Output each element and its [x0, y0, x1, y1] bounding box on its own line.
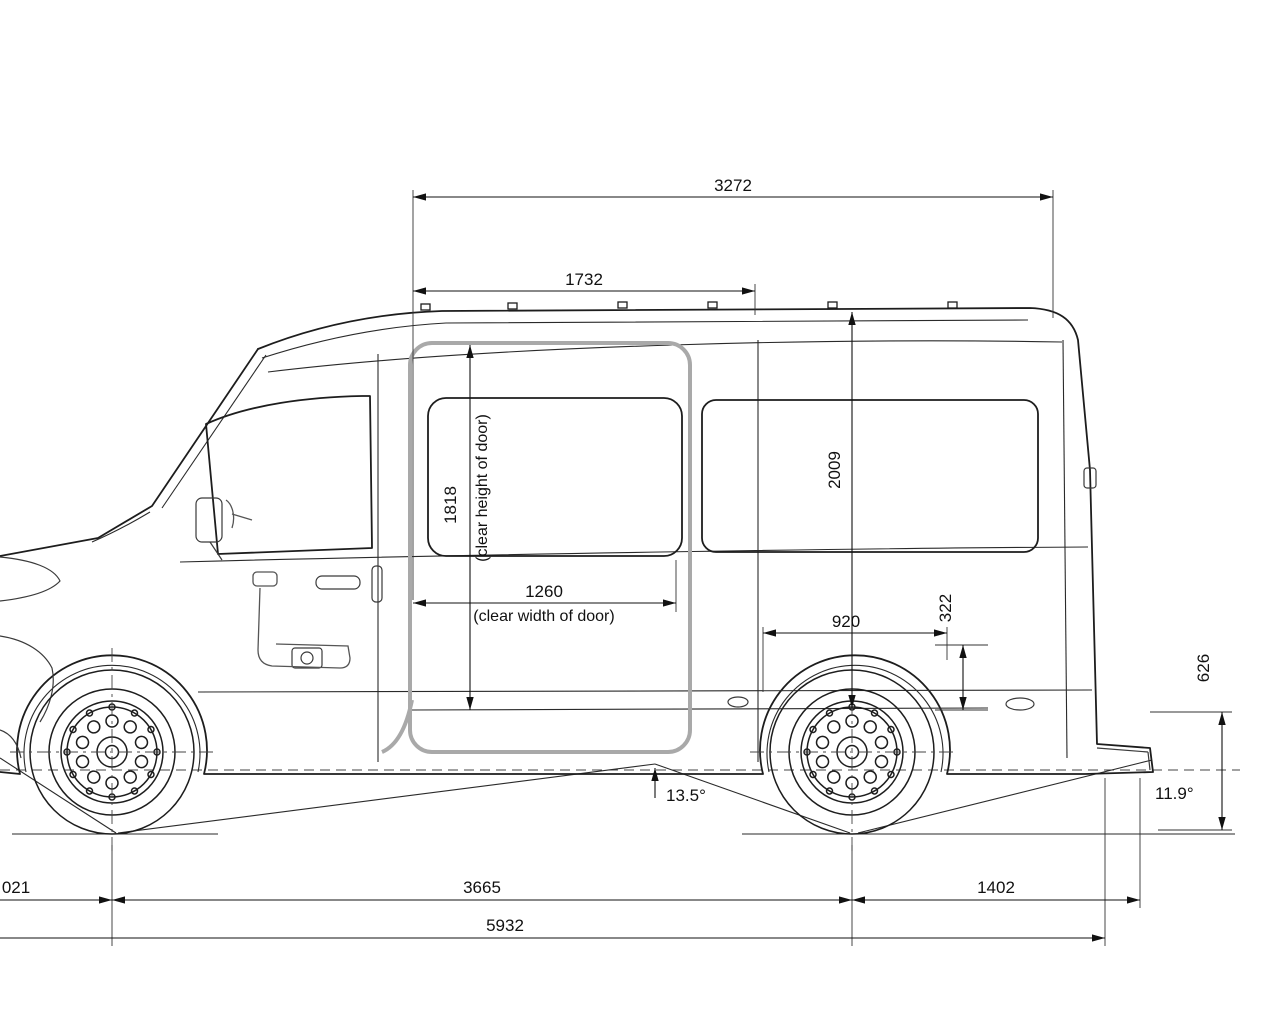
- departure-line: [857, 759, 1153, 834]
- mirror-icon: [195, 497, 223, 543]
- dim-upper-body-length: 3272: [412, 176, 1054, 600]
- dim-label-door-clear-height: 1818: [441, 486, 460, 524]
- wiper: [91, 511, 151, 543]
- van-body-outline: [0, 307, 1154, 775]
- dim-interior-height: 2009: [825, 312, 856, 708]
- front-axle-centerline: [10, 648, 216, 856]
- dim-label-door-clear-width: 1260: [525, 582, 563, 601]
- a-pillar-windshield: [0, 348, 259, 557]
- cab-door-handle: [315, 575, 361, 590]
- dim-bottom-extensions: [111, 778, 1141, 946]
- dim-overall-length: 5932: [0, 916, 1105, 942]
- dim-label-upper-body-length: 3272: [714, 176, 752, 195]
- dim-label-wheel-housing-length: 920: [832, 612, 860, 631]
- dim-breakover-angle: 13.5°: [651, 768, 706, 805]
- rear-step-handle: [1005, 697, 1035, 711]
- dim-label-front-overhang: 021: [2, 878, 30, 897]
- rear-arch-inner: [766, 664, 944, 773]
- dim-label-rear-frame-height: 626: [1194, 654, 1213, 682]
- breakover-line-rear: [654, 763, 851, 834]
- roof-gutter-line: [267, 340, 1063, 373]
- sliding-door-outline: [381, 341, 692, 754]
- interior-seat: [225, 499, 351, 669]
- roof-mounts: [420, 301, 958, 311]
- dim-label-departure-angle: 11.9°: [1155, 784, 1194, 803]
- dim-note-door-clear-width: (clear width of door): [473, 608, 614, 625]
- beltline: [179, 546, 1089, 563]
- dim-note-door-clear-height: (clear height of door): [474, 414, 491, 562]
- dimension-annotations: 3272 1732 1818 (clear height of door) 20…: [0, 176, 1232, 946]
- ground-and-angle-lines: [0, 757, 1240, 835]
- slider-handle: [371, 565, 383, 603]
- fuel-cap: [300, 651, 314, 665]
- dim-label-interior-height: 2009: [825, 451, 844, 489]
- dim-rear-frame-height: 626: [1150, 654, 1232, 831]
- rear-corner-seam: [1062, 339, 1068, 759]
- dim-door-clear-height: 1818 (clear height of door): [441, 345, 491, 710]
- dim-label-wheelbase: 3665: [463, 878, 501, 897]
- dim-rear-overhang: 1402: [852, 878, 1140, 904]
- roof-inner-line: [261, 319, 1029, 359]
- front-bumper-crease: [0, 635, 54, 723]
- fuel-filler: [291, 647, 323, 669]
- rear-marker-lamp: [727, 696, 749, 708]
- headlight: [0, 556, 61, 602]
- rear-door-handle: [1083, 467, 1097, 489]
- windshield-inner: [161, 354, 267, 509]
- front-bumper-lower: [0, 729, 22, 759]
- dim-wheel-housing-length: 920: [762, 612, 948, 692]
- dim-wheelbase: 3665: [112, 878, 852, 904]
- dim-roof-front-length: 1732: [413, 270, 756, 315]
- dim-label-overall-length: 5932: [486, 916, 524, 935]
- dim-label-roof-front-length: 1732: [565, 270, 603, 289]
- rear-quarter-window: [701, 399, 1039, 553]
- cab-door-window: [205, 395, 373, 555]
- dim-departure-angle: 11.9°: [1155, 784, 1194, 803]
- dim-label-breakover-angle: 13.5°: [666, 786, 706, 805]
- dim-front-overhang: 021: [0, 878, 112, 904]
- floor-line: [409, 707, 989, 711]
- lower-crease: [197, 689, 1093, 693]
- breakover-line-front: [117, 763, 656, 834]
- front-arch-inner: [23, 664, 201, 773]
- rear-axle-centerline: [750, 648, 956, 856]
- dim-door-clear-width: 1260 (clear width of door): [413, 560, 677, 625]
- sliding-door-window: [427, 397, 683, 557]
- mirror-arm: [209, 541, 223, 561]
- dim-step-height: 322: [935, 594, 988, 711]
- dim-label-step-height: 322: [936, 594, 955, 622]
- van-illustration: [0, 301, 1154, 856]
- dim-label-rear-overhang: 1402: [977, 878, 1015, 897]
- rear-bumper-step: [1096, 747, 1151, 771]
